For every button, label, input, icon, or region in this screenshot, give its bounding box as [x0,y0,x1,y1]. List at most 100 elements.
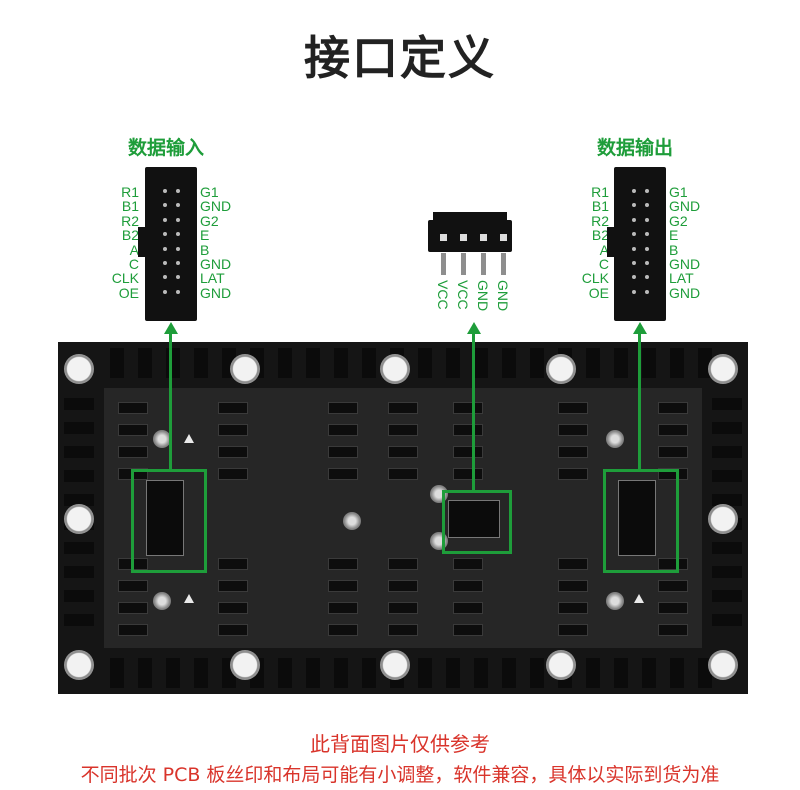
mounting-hole [380,650,410,680]
header-pin [176,289,180,294]
output-arrow-icon [633,322,647,334]
header-pin [176,232,180,237]
driver-chip [388,402,418,414]
board-output-header [618,480,656,556]
input-pin-header [138,167,197,321]
pcb-rib [530,348,544,378]
driver-chip [218,468,248,480]
pin-label: B [200,241,210,258]
pcb-rib [306,348,320,378]
driver-chip [558,446,588,458]
capacitor [343,512,361,530]
pcb-rib [334,348,348,378]
header-pin [645,289,649,294]
pcb-rib [110,348,124,378]
pin-label: G2 [669,212,688,229]
driver-chip [118,624,148,636]
power-pin-label: GND [475,280,491,312]
driver-chip [658,602,688,614]
input-highlight-box [131,469,207,573]
pcb-rib [614,348,628,378]
pin-label: B1 [121,198,139,215]
driver-chip [453,624,483,636]
pcb-rib [712,542,742,554]
pin-label: A [599,241,609,258]
pcb-rib [586,348,600,378]
pin-label: GND [669,256,701,272]
driver-chip [218,624,248,636]
pin-label: LAT [669,270,694,287]
pin-label: GND [669,198,701,215]
pin-label: GND [669,284,701,301]
pcb-rib [502,348,516,378]
pcb-rib [306,658,320,688]
pin-label: B1 [591,198,609,215]
capacitor [153,430,171,448]
page-title: 接口定义 [304,31,496,85]
power-pin [480,234,487,241]
driver-chip [658,402,688,414]
driver-chip [218,402,248,414]
driver-chip [558,402,588,414]
power-pointer-line [472,332,475,491]
mounting-hole [230,354,260,384]
pin-label: B [669,241,679,258]
pin-label: CLK [581,270,609,287]
driver-chip [218,580,248,592]
capacitor [153,592,171,610]
pcb-rib [446,658,460,688]
output-highlight-box [603,469,679,573]
driver-chip [388,602,418,614]
pcb-rib [530,658,544,688]
header-pin [163,289,167,294]
capacitor [606,592,624,610]
header-pin [176,275,180,280]
pcb-rib [670,658,684,688]
mounting-hole [708,354,738,384]
header-pin [632,189,636,193]
pcb-rib [64,470,94,482]
pcb-rib [64,494,94,506]
pcb-rib [362,348,376,378]
pin-label: B2 [591,227,609,244]
driver-chip [328,402,358,414]
pcb-rib [712,494,742,506]
pcb-rib [446,348,460,378]
pcb-rib [362,658,376,688]
header-pin [163,189,167,193]
power-pin-label: GND [495,280,511,312]
header-pin [632,203,636,208]
pin-label: GND [200,284,232,301]
pcb-rib [712,614,742,626]
pin-label: R1 [591,184,609,200]
header-pin [163,261,167,265]
driver-chip [328,580,358,592]
driver-chip [658,580,688,592]
header-pin [632,289,636,294]
pin-label: GND [200,256,232,272]
pcb-rib [712,398,742,410]
pcb-rib [194,348,208,378]
mounting-hole [64,650,94,680]
driver-chip [453,424,483,436]
driver-chip [388,424,418,436]
pcb-rib [474,348,488,378]
pin-label: C [128,256,139,272]
pin-label: CLK [111,270,139,287]
pcb-rib [614,658,628,688]
power-pin [460,234,467,241]
power-highlight-box [442,490,512,554]
header-pin [645,246,649,251]
header-pin [163,217,167,222]
driver-chip [388,446,418,458]
pcb-rib [642,658,656,688]
pin-label: A [129,241,139,258]
power-pin-label: VCC [435,280,451,310]
header-key-slot [607,227,616,257]
header-pin [163,275,167,280]
driver-chip [328,602,358,614]
header-pin [645,232,649,237]
output-section-title: 数据输出 [597,137,674,159]
output-pin-header [607,167,666,321]
pcb-rib [64,590,94,602]
